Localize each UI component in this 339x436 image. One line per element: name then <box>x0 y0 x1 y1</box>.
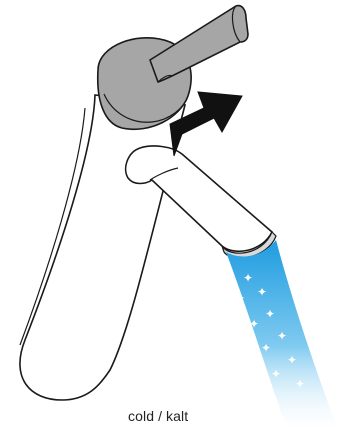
svg-text:✦: ✦ <box>271 367 281 381</box>
svg-text:✦: ✦ <box>277 329 287 343</box>
faucet-body-contour <box>19 107 86 346</box>
arrow-up-right-icon <box>169 91 243 157</box>
faucet-body <box>19 94 187 401</box>
caption-cold-kalt: cold / kalt <box>128 408 189 424</box>
svg-text:✦: ✦ <box>261 341 271 355</box>
water-stream-icon: ✦ ✦ ✦ ✦ ✦ ✦ ✦ ✦ ✦ ✦ <box>226 240 338 432</box>
svg-text:✦: ✦ <box>257 285 267 299</box>
lever-handle <box>149 4 249 84</box>
svg-text:✦: ✦ <box>265 307 275 321</box>
svg-text:✦: ✦ <box>249 317 259 331</box>
svg-text:✦: ✦ <box>235 291 245 305</box>
svg-text:✦: ✦ <box>287 353 297 367</box>
svg-text:✦: ✦ <box>243 271 253 285</box>
svg-text:✦: ✦ <box>295 377 305 391</box>
